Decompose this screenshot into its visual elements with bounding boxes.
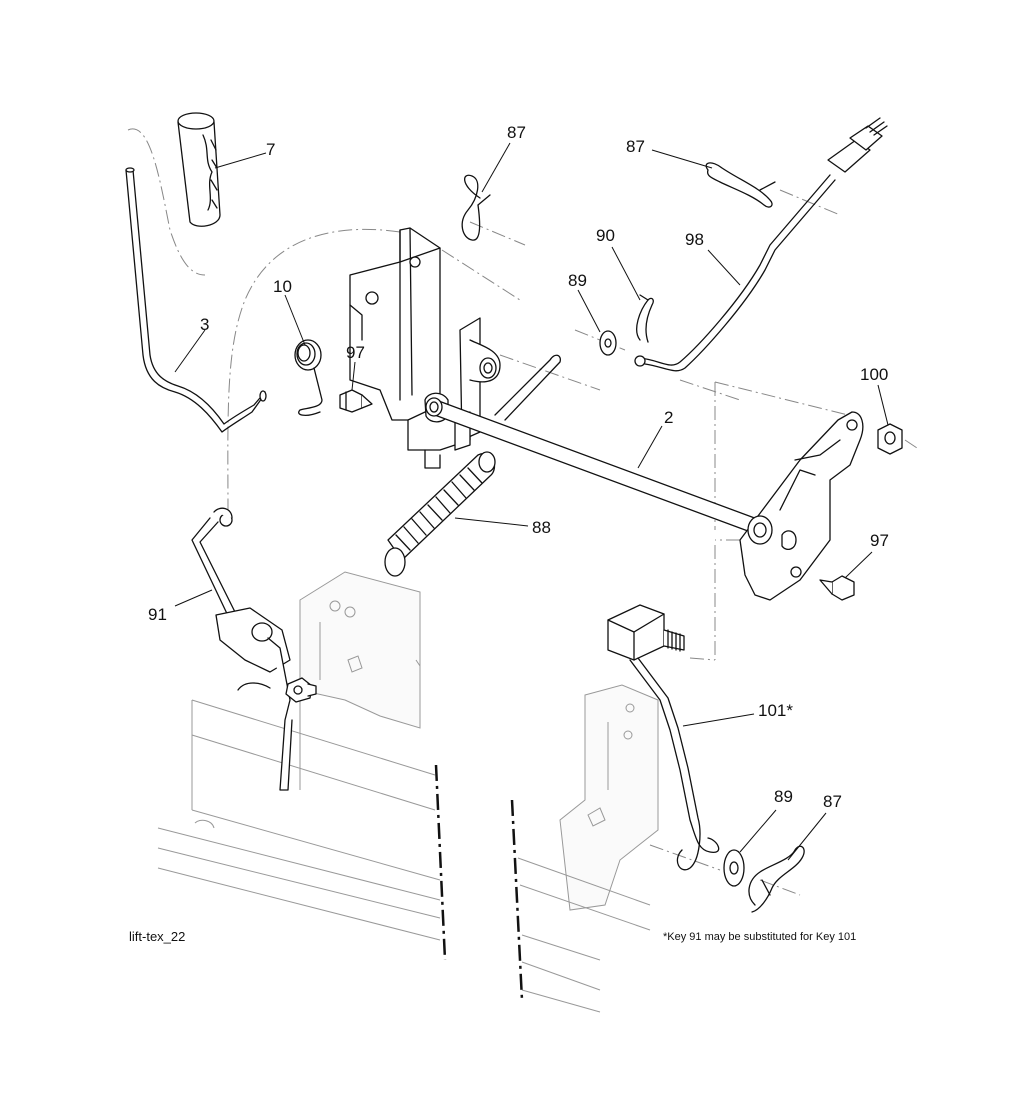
callout-7: 7 [266, 140, 275, 159]
callout-leaders [174, 142, 889, 861]
height-adjust-rod [634, 117, 888, 372]
callout-2: 2 [664, 408, 673, 427]
right-lift-arm [739, 411, 864, 601]
handle-grip [177, 112, 221, 227]
footnote: *Key 91 may be substituted for Key 101 [663, 931, 857, 943]
extension-spring [384, 451, 496, 577]
shoulder-bolt-right [819, 575, 855, 601]
lift-bracket [349, 227, 471, 469]
callout-97-right: 97 [870, 531, 889, 550]
callout-88: 88 [532, 518, 551, 537]
callout-89-top: 89 [568, 271, 587, 290]
lift-lever [125, 167, 267, 433]
figure-id: lift-tex_22 [129, 929, 186, 944]
callout-87-bottom: 87 [823, 792, 842, 811]
callout-87-top: 87 [507, 123, 526, 142]
torsion-spring [294, 339, 323, 416]
callout-89-bottom: 89 [774, 787, 793, 806]
deck-break-lines [434, 764, 524, 1001]
alternate-link-rod [607, 604, 720, 871]
flat-washer-bottom [723, 849, 745, 887]
callout-3: 3 [200, 315, 209, 334]
hex-nut [877, 423, 903, 455]
callout-90: 90 [596, 226, 615, 245]
hairpin-clip-right [705, 162, 776, 208]
deck-bracket-left [299, 571, 421, 790]
callout-87-right: 87 [626, 137, 645, 156]
flat-washer-top [599, 330, 617, 356]
cotter-pin [636, 294, 654, 343]
hairpin-clip-bottom [748, 845, 805, 913]
hairpin-clip-top [461, 174, 491, 241]
callout-91: 91 [148, 605, 167, 624]
callout-10: 10 [273, 277, 292, 296]
callout-98: 98 [685, 230, 704, 249]
callout-101: 101* [758, 701, 793, 720]
callout-labels: 7 3 10 97 87 87 90 89 98 100 2 88 97 91 … [148, 123, 889, 811]
callout-97-left: 97 [346, 343, 365, 362]
mower-deck-outline [157, 699, 651, 1013]
callout-100: 100 [860, 365, 888, 384]
shoulder-bolt-left [339, 389, 373, 413]
shaft-hairpin-spring [494, 354, 561, 421]
deck-bracket-right [559, 684, 659, 911]
link-rod [191, 507, 317, 791]
